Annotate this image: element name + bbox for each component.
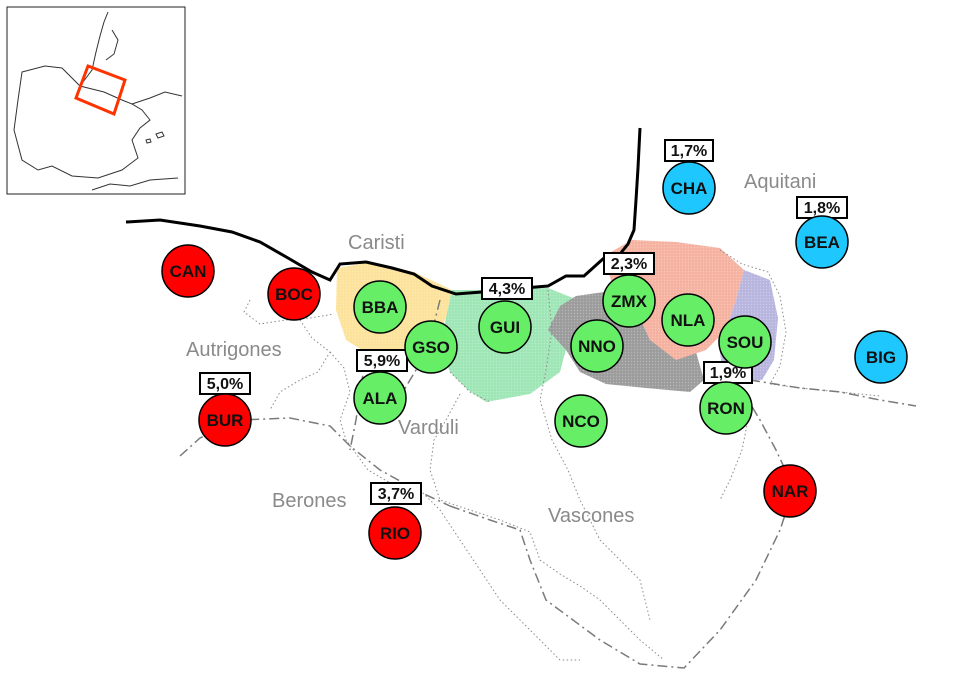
inset-area-frame: [74, 64, 127, 117]
pct-box-bea: 1,8%: [796, 196, 848, 219]
node-nno: NNO: [570, 319, 624, 373]
node-ron: RON: [699, 381, 753, 435]
road-central-north-b: [403, 299, 441, 391]
road-east-diag: [741, 389, 791, 481]
node-sou: SOU: [718, 315, 772, 369]
node-label-can: CAN: [170, 262, 207, 281]
node-label-ron: RON: [707, 399, 745, 418]
pct-label-rio: 3,7%: [378, 486, 414, 503]
coastline: [125, 127, 642, 296]
node-label-nar: NAR: [772, 482, 809, 501]
pct-label-ron: 1,9%: [710, 365, 746, 382]
inset-frame: [6, 6, 186, 195]
node-label-boc: BOC: [275, 285, 313, 304]
pct-label-ala: 5,9%: [364, 353, 400, 370]
tribe-label-caristi: Caristi: [348, 232, 405, 254]
node-gso: GSO: [404, 320, 458, 374]
inset-france-coast: [79, 11, 183, 105]
node-zmx: ZMX: [602, 274, 656, 328]
node-nar: NAR: [763, 464, 817, 518]
node-label-nno: NNO: [578, 337, 616, 356]
tribe-label-autrigones: Autrigones: [186, 339, 282, 361]
inset-north-africa: [91, 177, 179, 191]
node-big: BIG: [854, 330, 908, 384]
node-ala: ALA: [353, 371, 407, 425]
pct-label-zmx: 2,3%: [611, 256, 647, 273]
pct-box-bur: 5,0%: [199, 372, 251, 395]
road-central-north: [349, 355, 367, 451]
inset-iberia-outline: [13, 65, 151, 179]
boundary-varduli-north: [449, 371, 491, 403]
node-bea: BEA: [795, 215, 849, 269]
node-boc: BOC: [267, 267, 321, 321]
node-label-sou: SOU: [727, 333, 764, 352]
node-label-zmx: ZMX: [611, 292, 648, 311]
population-nodes: CAN BOC BUR RIO NAR BBA GSO ALA: [161, 161, 908, 560]
node-label-cha: CHA: [671, 179, 708, 198]
pct-box-rio: 3,7%: [370, 482, 422, 505]
node-label-big: BIG: [866, 348, 896, 367]
road-south: [449, 499, 791, 669]
node-label-bur: BUR: [207, 411, 244, 430]
tribe-label-vascones: Vascones: [548, 505, 634, 527]
node-rio: RIO: [368, 506, 422, 560]
node-nla: NLA: [661, 293, 715, 347]
tribe-label-aquitani: Aquitani: [744, 171, 816, 193]
pct-box-cha: 1,7%: [664, 139, 714, 162]
node-nco: NCO: [554, 394, 608, 448]
node-label-rio: RIO: [380, 524, 410, 543]
node-label-nla: NLA: [671, 311, 706, 330]
node-gui: GUI: [478, 300, 532, 354]
node-label-bba: BBA: [362, 298, 399, 317]
boundary-south: [419, 489, 580, 661]
node-can: CAN: [161, 244, 215, 298]
tribe-label-berones: Berones: [272, 490, 347, 512]
pct-label-bea: 1,8%: [804, 200, 840, 217]
road-east: [749, 379, 917, 407]
node-label-nco: NCO: [562, 412, 600, 431]
boundary-varduli-east: [429, 393, 665, 661]
pct-label-gui: 4,3%: [489, 281, 525, 298]
node-cha: CHA: [662, 161, 716, 215]
inset-balearics: [145, 131, 165, 144]
pct-label-bur: 5,0%: [207, 376, 243, 393]
pct-box-zmx: 2,3%: [603, 252, 655, 275]
node-bba: BBA: [353, 280, 407, 334]
pct-box-ala: 5,9%: [356, 349, 408, 372]
pct-label-cha: 1,7%: [671, 143, 707, 160]
inset-map: [6, 6, 186, 195]
node-label-ala: ALA: [363, 389, 398, 408]
tribe-label-varduli: Varduli: [398, 417, 459, 439]
boundary-autrigones-inner: [269, 319, 331, 411]
node-label-gso: GSO: [412, 338, 450, 357]
node-label-gui: GUI: [490, 318, 520, 337]
node-label-bea: BEA: [804, 233, 840, 252]
pct-box-gui: 4,3%: [481, 277, 533, 300]
boundary-varduli-west: [329, 351, 421, 491]
tribe-labels: Caristi Aquitani Autrigones Varduli Bero…: [186, 171, 816, 527]
node-bur: BUR: [198, 393, 252, 447]
